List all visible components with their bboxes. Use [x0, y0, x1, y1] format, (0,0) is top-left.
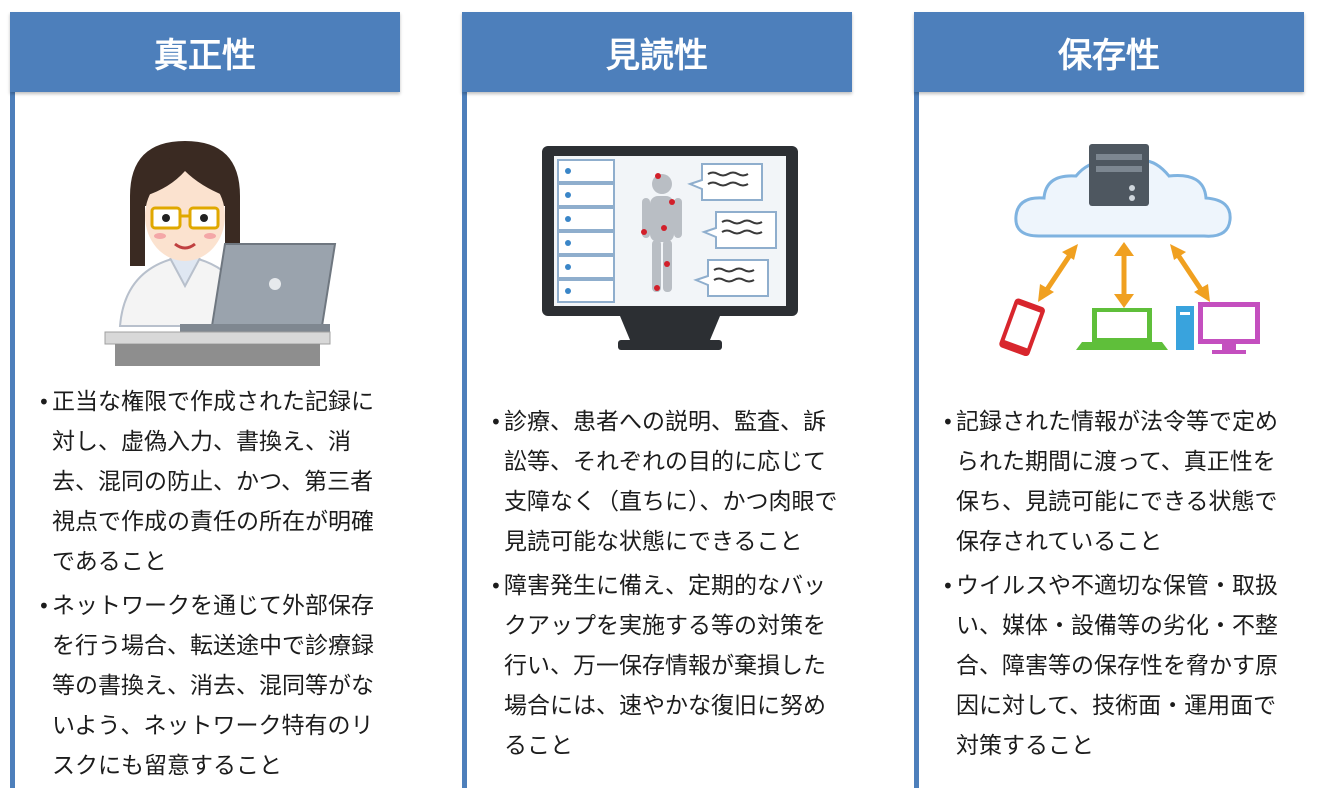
card-title: 見読性: [462, 12, 852, 92]
doctor-laptop-illustration: [10, 116, 400, 366]
doctor-laptop-icon: [104, 141, 337, 366]
bullet-item: 正当な権限で作成された記録に対し、虚偽入力、書換え、消去、混同の防止、かつ、第三…: [38, 382, 388, 582]
bullet-item: 診療、患者への説明、監査、訴訟等、それぞれの目的に応じて支障なく（直ちに）、かつ…: [490, 402, 840, 562]
monitor-illustration: [462, 116, 852, 366]
bullet-item: 障害発生に備え、定期的なバックアップを実施する等の対策を行い、万一保存情報が棄損…: [490, 566, 840, 766]
card-border: [914, 12, 919, 788]
card-border: [10, 12, 15, 788]
bullet-list: 記録された情報が法令等で定められた期間に渡って、真正性を保ち、見読可能にできる状…: [942, 402, 1292, 770]
cloud-devices-illustration: [914, 116, 1304, 366]
card-title: 真正性: [10, 12, 400, 92]
card-preservation: 保存性: [914, 12, 1304, 788]
card-title: 保存性: [914, 12, 1304, 92]
bullet-list: 正当な権限で作成された記録に対し、虚偽入力、書換え、消去、混同の防止、かつ、第三…: [38, 382, 388, 790]
card-border: [462, 12, 467, 788]
bullet-item: ウイルスや不適切な保管・取扱い、媒体・設備等の劣化・不整合、障害等の保存性を脅か…: [942, 566, 1292, 766]
cloud-server-icon: [999, 144, 1260, 356]
bullet-list: 診療、患者への説明、監査、訴訟等、それぞれの目的に応じて支障なく（直ちに）、かつ…: [490, 402, 840, 770]
monitor-icon: [542, 146, 798, 350]
bullet-item: ネットワークを通じて外部保存を行う場合、転送途中で診療録等の書換え、消去、混同等…: [38, 586, 388, 786]
card-readability: 見読性: [462, 12, 852, 788]
card-authenticity: 真正性 正当な権限: [10, 12, 400, 788]
bullet-item: 記録された情報が法令等で定められた期間に渡って、真正性を保ち、見読可能にできる状…: [942, 402, 1292, 562]
